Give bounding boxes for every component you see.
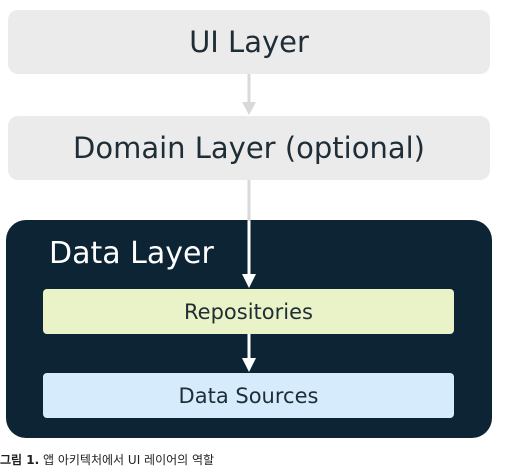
ui-layer-label: UI Layer [189, 25, 309, 59]
data-layer-label: Data Layer [49, 236, 214, 271]
data-sources-box: Data Sources [43, 373, 454, 418]
repositories-label: Repositories [184, 299, 313, 324]
arrow-ui-to-domain [242, 74, 256, 115]
caption-label: 그림 1. [0, 453, 40, 467]
domain-layer-box: Domain Layer (optional) [8, 116, 490, 180]
ui-layer-box: UI Layer [8, 10, 490, 74]
domain-layer-label: Domain Layer (optional) [73, 131, 425, 165]
caption-text: 앱 아키텍처에서 UI 레이어의 역할 [43, 453, 215, 467]
figure-caption: 그림 1. 앱 아키텍처에서 UI 레이어의 역할 [0, 452, 214, 468]
data-sources-label: Data Sources [178, 383, 319, 408]
repositories-box: Repositories [43, 289, 454, 334]
